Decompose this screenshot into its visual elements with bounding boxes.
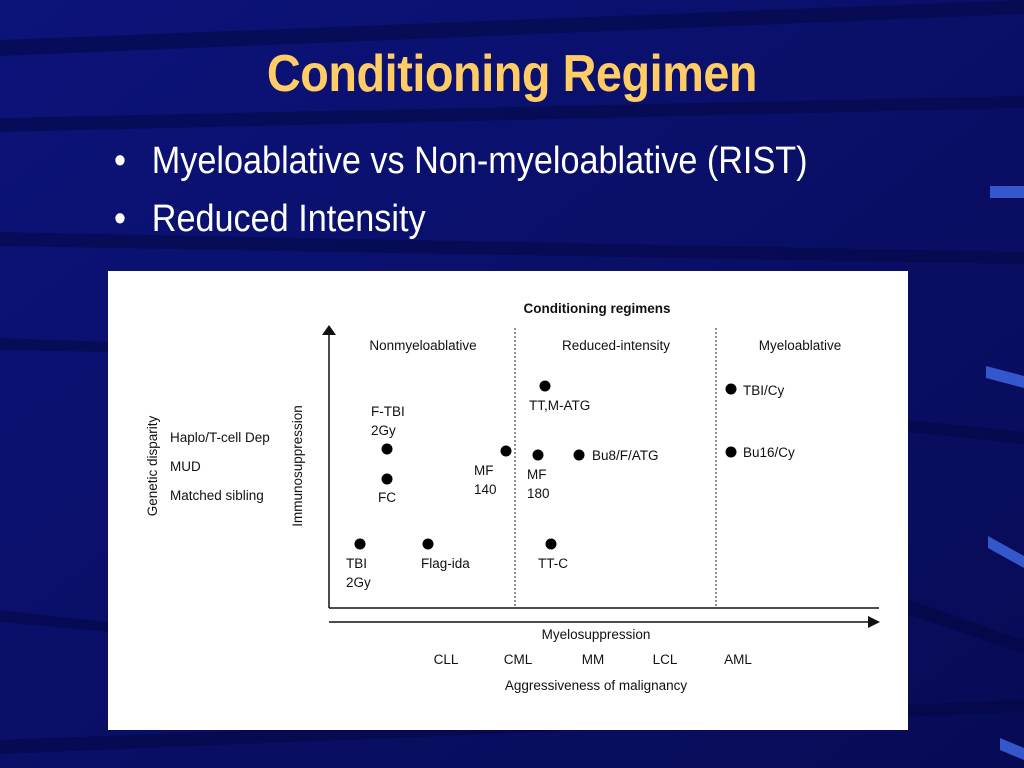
accent-bar-2 — [986, 366, 1024, 388]
regimen-label: 180 — [527, 486, 550, 501]
regimen-f-tbi-2gy: F-TBI 2Gy — [371, 404, 405, 455]
malignancy-cml: CML — [504, 652, 533, 667]
regimen-dot — [725, 446, 737, 458]
regimen-dot — [532, 449, 544, 461]
regimen-tbi-2gy: TBI 2Gy — [346, 538, 371, 590]
bullet-dot-icon: • — [114, 198, 126, 240]
bullet-item-1: • Myeloablative vs Non-myeloablative (RIS… — [114, 132, 808, 190]
malignancy-aml: AML — [724, 652, 752, 667]
regimen-flag-ida: Flag-ida — [421, 538, 470, 571]
conditioning-regimens-diagram: Conditioning regimens Nonmyeloablative R… — [145, 301, 880, 693]
malignancy-mm: MM — [582, 652, 605, 667]
regimen-points: TBI2GyFlag-idaF-TBI2GyFCMF140MF180TT,M-A… — [346, 380, 795, 590]
x-axis-arrow-icon — [868, 616, 880, 628]
regimen-mf-140: MF 140 — [474, 445, 512, 497]
genetic-disparity-label: Genetic disparity — [145, 415, 160, 516]
regimen-tt-c: TT-C — [538, 538, 568, 571]
disparity-level-mud: MUD — [170, 459, 201, 474]
bullet-item-2: • Reduced Intensity — [114, 190, 808, 248]
zone-label-reduced-intensity: Reduced-intensity — [562, 338, 670, 353]
myelosuppression-label: Myelosuppression — [542, 627, 651, 642]
regimen-tbi-cy: TBI/Cy — [725, 383, 785, 398]
regimen-label: 140 — [474, 482, 497, 497]
regimen-dot — [381, 443, 393, 455]
regimen-label: 2Gy — [346, 575, 371, 590]
regimen-label: TT,M-ATG — [529, 398, 590, 413]
immunosuppression-label: Immunosuppression — [290, 405, 305, 527]
y-axis-arrow-icon — [322, 325, 336, 335]
regimen-label: TBI/Cy — [743, 383, 785, 398]
regimen-dot — [422, 538, 434, 550]
bullet-text-1: Myeloablative vs Non-myeloablative (RIST… — [151, 140, 808, 182]
regimen-dot — [500, 445, 512, 457]
regimen-dot — [545, 538, 557, 550]
regimen-label: F-TBI — [371, 404, 405, 419]
malignancy-cll: CLL — [434, 652, 459, 667]
regimen-mf-180: MF 180 — [527, 449, 550, 501]
slide-title: Conditioning Regimen — [266, 45, 758, 103]
regimen-dot — [725, 383, 737, 395]
regimen-label: FC — [378, 490, 396, 505]
aggressiveness-label: Aggressiveness of malignancy — [505, 678, 688, 693]
zone-label-nonmyeloablative: Nonmyeloablative — [369, 338, 476, 353]
accent-bar-3 — [988, 536, 1024, 568]
figure-panel: Conditioning regimens Nonmyeloablative R… — [108, 271, 908, 730]
regimen-dot — [354, 538, 366, 550]
regimen-label: TT-C — [538, 556, 568, 571]
regimen-dot — [381, 473, 393, 485]
bullet-dot-icon: • — [114, 140, 126, 182]
regimen-fc: FC — [378, 473, 396, 505]
accent-bar-4 — [1000, 738, 1024, 760]
disparity-level-matched-sibling: Matched sibling — [170, 488, 264, 503]
regimen-label: Bu16/Cy — [743, 445, 795, 460]
figure-title: Conditioning regimens — [524, 301, 671, 316]
zone-label-myeloablative: Myeloablative — [759, 338, 842, 353]
bullet-text-2: Reduced Intensity — [151, 198, 426, 240]
regimen-bu16-cy: Bu16/Cy — [725, 445, 795, 460]
regimen-dot — [539, 380, 551, 392]
malignancy-lcl: LCL — [653, 652, 678, 667]
regimen-label: MF — [474, 463, 494, 478]
regimen-label: 2Gy — [371, 423, 396, 438]
regimen-dot — [573, 449, 585, 461]
regimen-bu8-f-atg: Bu8/F/ATG — [573, 448, 659, 463]
disparity-level-haplo: Haplo/T-cell Dep — [170, 430, 270, 445]
accent-bar-1 — [990, 186, 1024, 198]
regimen-label: TBI — [346, 556, 367, 571]
regimen-label: Flag-ida — [421, 556, 470, 571]
regimen-label: MF — [527, 467, 547, 482]
regimen-tt-m-atg: TT,M-ATG — [529, 380, 590, 413]
regimen-label: Bu8/F/ATG — [592, 448, 659, 463]
bullet-list: • Myeloablative vs Non-myeloablative (RIS… — [114, 132, 885, 248]
